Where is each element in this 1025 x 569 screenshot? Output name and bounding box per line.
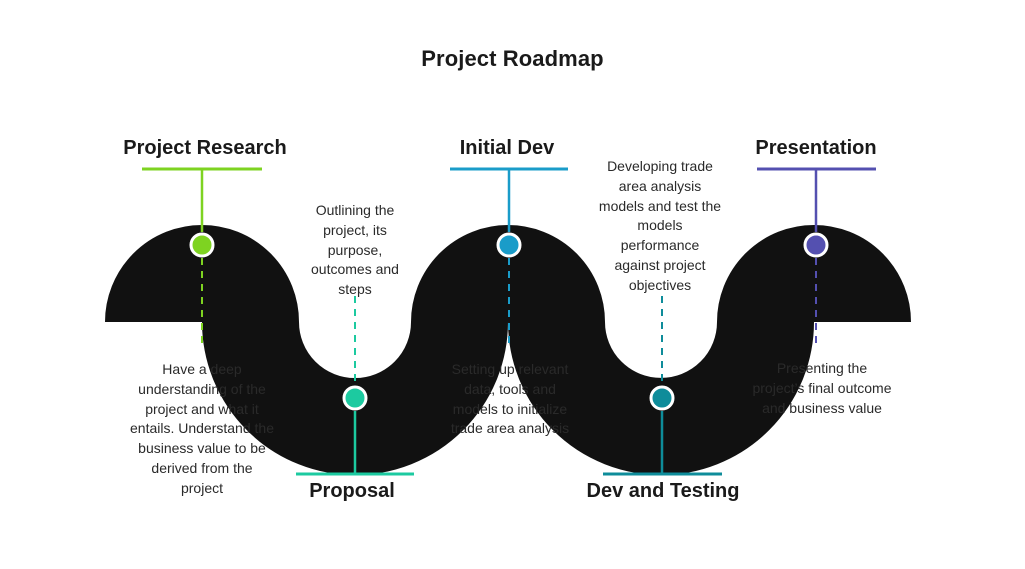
stage-dev-and-testing <box>603 296 722 476</box>
description-line: area analysis <box>618 177 702 194</box>
description-line: and business value <box>762 399 882 416</box>
stage-title-initial-dev: Initial Dev <box>459 137 555 159</box>
description-line: against project <box>614 256 706 273</box>
description-line: trade area analysis <box>450 420 570 437</box>
description-line: entails. Understand the <box>130 420 274 437</box>
stage-initial-dev <box>450 167 568 348</box>
stage-title-proposal: Proposal <box>309 480 395 502</box>
description-line: data, tools and <box>464 380 556 397</box>
description-line: project’s final outcome <box>752 379 892 396</box>
stage-marker <box>649 385 675 411</box>
description-line: Developing trade <box>607 158 713 174</box>
description-line: models and test the <box>598 197 722 214</box>
description-line: Presenting the <box>776 360 868 376</box>
stage-title-project-research: Project Research <box>123 137 287 159</box>
description-line: performance <box>620 237 700 254</box>
description-line: Setting up relevant <box>451 361 569 377</box>
description-line: understanding of the <box>138 380 266 397</box>
stage-description-dev-and-testing: Developing trade area analysis models an… <box>580 157 740 296</box>
description-line: models to initialize <box>452 400 568 417</box>
description-line: derived from the <box>151 459 253 476</box>
stage-title-presentation: Presentation <box>755 137 877 159</box>
description-line: objectives <box>628 276 692 293</box>
stage-description-project-research: Have a deep understanding of the project… <box>97 360 307 499</box>
stage-description-presentation: Presenting the project’s final outcome a… <box>722 359 922 418</box>
diagram-title: Project Roadmap <box>421 46 604 71</box>
stage-marker <box>496 232 522 258</box>
stage-project-research <box>142 167 262 348</box>
description-line: outcomes and <box>311 261 399 278</box>
stage-proposal <box>296 296 414 476</box>
stage-title-dev-and-testing: Dev and Testing <box>586 480 740 502</box>
description-line: models <box>637 217 683 234</box>
description-line: project and what it <box>145 400 259 417</box>
stage-description-proposal: Outlining the project, its purpose, outc… <box>285 201 425 300</box>
stage-description-initial-dev: Setting up relevant data, tools and mode… <box>415 360 605 439</box>
description-line: Have a deep <box>162 361 242 377</box>
stage-marker <box>342 385 368 411</box>
stage-presentation <box>757 167 876 348</box>
description-line: project, its <box>323 221 387 238</box>
description-line: purpose, <box>327 241 383 258</box>
description-line: steps <box>338 281 372 298</box>
stage-marker <box>803 232 829 258</box>
description-line: project <box>180 479 224 496</box>
stage-marker <box>189 232 215 258</box>
description-line: business value to be <box>138 440 266 457</box>
description-line: Outlining the <box>315 202 395 218</box>
